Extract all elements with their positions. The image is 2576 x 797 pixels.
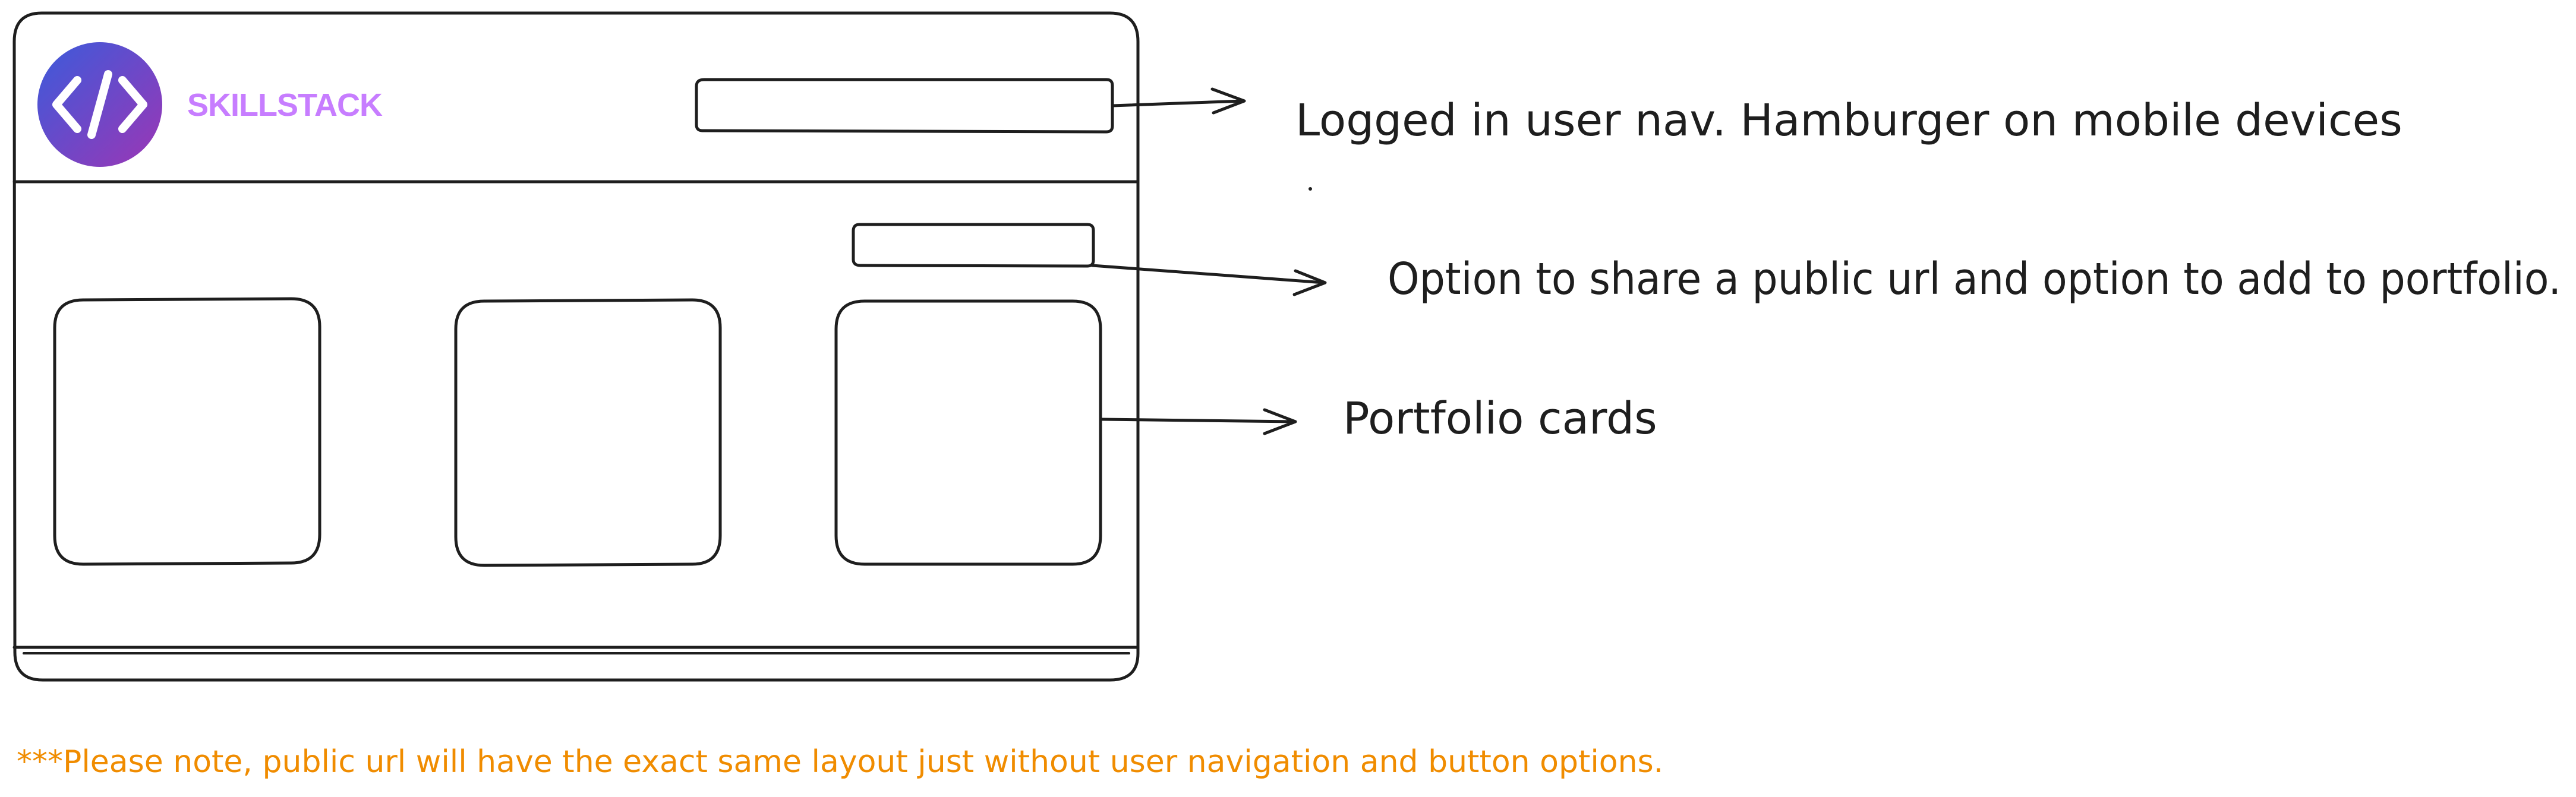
user-nav-bar[interactable]: [695, 78, 1114, 134]
code-brackets-icon: [52, 70, 147, 139]
sketch-dot: [1309, 187, 1312, 191]
header: SKILLSTACK: [37, 42, 1114, 167]
portfolio-card[interactable]: [53, 297, 321, 566]
annotation-user-nav: Logged in user nav. Hamburger on mobile …: [1295, 95, 2402, 146]
annotation-share-options: Option to share a public url and option …: [1388, 254, 2561, 305]
portfolio-cards-arrow: [1099, 408, 1297, 435]
public-url-note: ***Please note, public url will have the…: [17, 744, 1663, 780]
page-frame: [12, 11, 1140, 682]
annotation-portfolio-cards: Portfolio cards: [1343, 393, 1657, 444]
user-nav-arrow: [1111, 87, 1246, 115]
portfolio-card[interactable]: [834, 299, 1102, 566]
share-options-button[interactable]: [852, 223, 1095, 268]
share-options-arrow: [1090, 264, 1327, 296]
brand-name: SKILLSTACK: [187, 87, 383, 123]
portfolio-card[interactable]: [454, 298, 722, 567]
portfolio-cards: [53, 297, 1102, 567]
page-frame-outline: [12, 11, 1140, 682]
